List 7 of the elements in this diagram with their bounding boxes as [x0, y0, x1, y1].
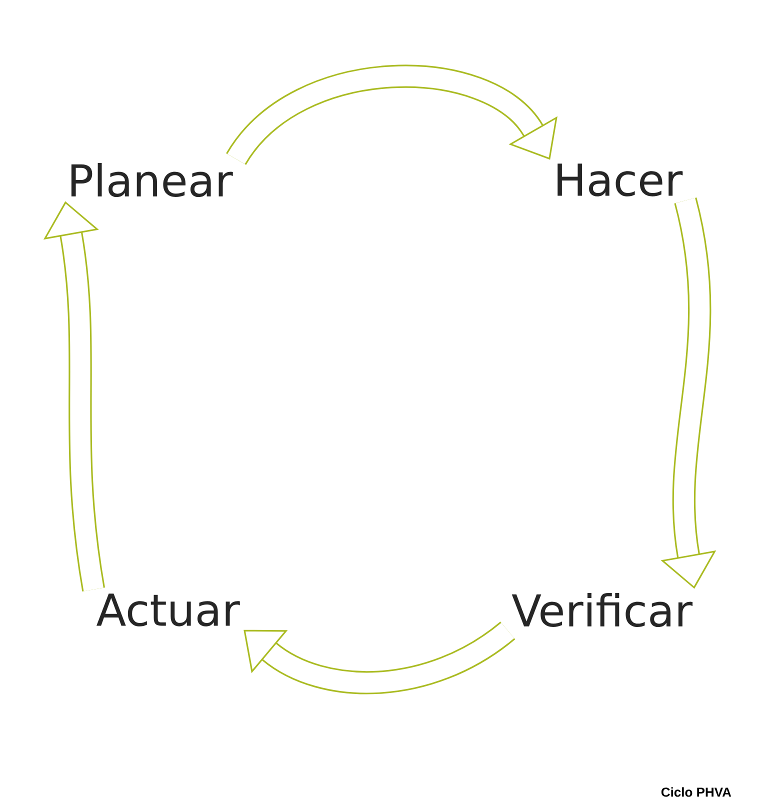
step-label: Planear [71, 163, 233, 198]
step-label: Actuar [96, 594, 240, 626]
caption: Ciclo PHVA [661, 787, 732, 797]
step-label: Hacer [558, 164, 683, 196]
block-arrow [226, 65, 558, 166]
block-arrow [244, 621, 515, 694]
step-label: Verificar [512, 592, 693, 628]
